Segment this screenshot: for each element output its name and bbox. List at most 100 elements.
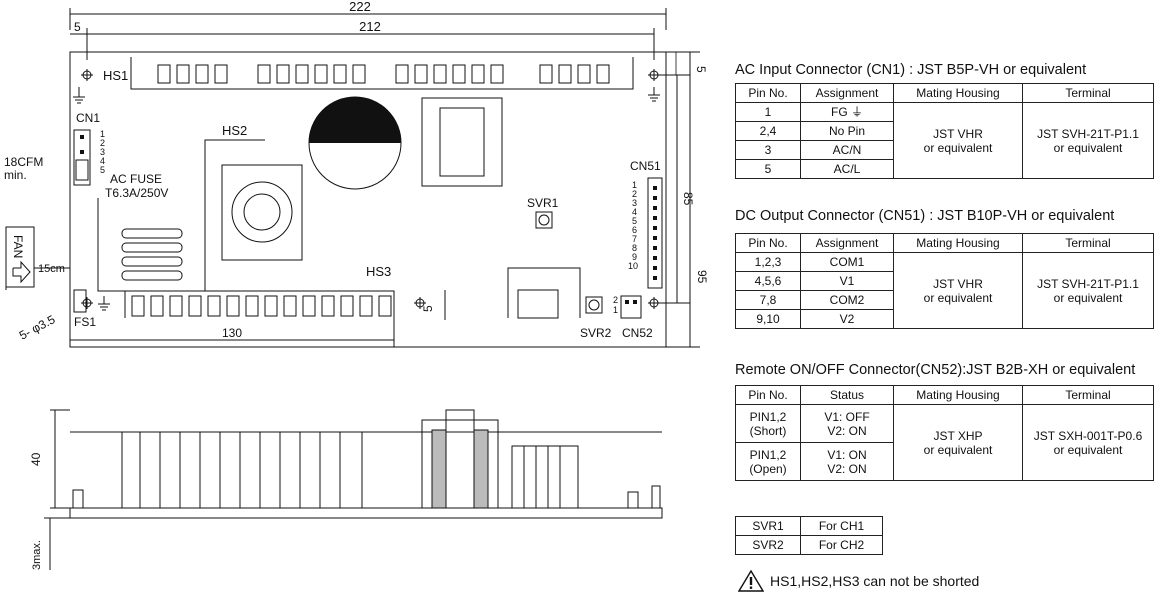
cn52-pins: [625, 300, 637, 304]
cn1-pin-2: 2: [100, 138, 105, 148]
dim-height-inner: 85: [681, 192, 695, 206]
mounting-hole-icons: [81, 69, 660, 309]
cn51-pin-7: 7: [632, 234, 637, 244]
cn51-pin-2: 2: [632, 189, 637, 199]
ac-assign: FG ⏚: [800, 102, 894, 122]
ac-input-table: Pin No. Assignment Mating Housing Termin…: [735, 83, 1154, 179]
cn51-pins: [653, 186, 657, 280]
table-row: 2,4 No Pin: [735, 121, 1154, 141]
ac-input-title: AC Input Connector (CN1) : JST B5P-VH or…: [735, 62, 1087, 78]
remote-header-pin: Pin No.: [735, 385, 801, 405]
dc-assign: COM1: [800, 252, 894, 272]
dc-assign: COM2: [800, 290, 894, 310]
table-row: 9,10 V2: [735, 309, 1154, 329]
dc-pin: 4,5,6: [735, 271, 801, 291]
cn1-pin-4: 4: [100, 156, 105, 166]
svr-desc: For CH2: [800, 535, 883, 555]
table-row: 3 AC/N: [735, 140, 1154, 160]
dim-edge-right: 5: [694, 66, 708, 73]
dc-assign: V2: [800, 309, 894, 329]
svr-name: SVR1: [735, 516, 801, 536]
label-hs3: HS3: [366, 264, 391, 279]
table-row: SVR1 For CH1: [735, 516, 883, 536]
remote-pin: PIN1,2(Open): [735, 442, 801, 481]
remote-header-terminal: Terminal: [1022, 385, 1154, 405]
label-hs1: HS1: [103, 68, 128, 83]
svr-desc: For CH1: [800, 516, 883, 536]
dim-height-outer: 95: [695, 270, 709, 284]
coil-hatch: [473, 429, 489, 509]
label-fs1: FS1: [74, 315, 96, 329]
ac-pin: 3: [735, 140, 801, 160]
cn51-pin-9: 9: [632, 252, 637, 262]
side-dim-height: 40: [29, 452, 43, 466]
table-row: 4,5,6 V1: [735, 271, 1154, 291]
side-dim-bottom: 3max.: [31, 540, 43, 570]
dc-pin: 1,2,3: [735, 252, 801, 272]
hole-note: 5- φ3.5: [17, 312, 58, 343]
dim-inner: 212: [359, 19, 381, 34]
fuse-line2: T6.3A/250V: [105, 186, 168, 200]
remote-pin: PIN1,2(Short): [735, 404, 801, 443]
warning-text: HS1,HS2,HS3 can not be shorted: [770, 573, 980, 589]
hs3-fins: [131, 295, 392, 317]
coil-hatch: [431, 429, 447, 509]
table-row: SVR2 For CH2: [735, 535, 883, 555]
dc-output-table: Pin No. Assignment Mating Housing Termin…: [735, 233, 1154, 329]
ac-header-assign: Assignment: [800, 83, 894, 103]
warning-triangle-icon: [738, 570, 764, 592]
ac-assign: AC/L: [800, 159, 894, 179]
cn51-pin-4: 4: [632, 207, 637, 217]
dc-header-assign: Assignment: [800, 233, 894, 253]
remote-table: Pin No. Status Mating Housing Terminal P…: [735, 385, 1154, 481]
hs1-fins: [157, 64, 610, 84]
ac-header-terminal: Terminal: [1022, 83, 1154, 103]
dim-edge-left: 5: [74, 20, 81, 34]
remote-header-housing: Mating Housing: [893, 385, 1023, 405]
ac-pin: 5: [735, 159, 801, 179]
label-cn52: CN52: [622, 326, 653, 340]
capacitor-top: [309, 97, 401, 143]
ac-pin: 1: [735, 102, 801, 122]
cn51-pin-6: 6: [632, 225, 637, 235]
ac-pin: 2,4: [735, 121, 801, 141]
ac-assign: No Pin: [800, 121, 894, 141]
warning-note: HS1,HS2,HS3 can not be shorted: [738, 570, 979, 592]
cn51-pin-3: 3: [632, 198, 637, 208]
cn51-pin-5: 5: [632, 216, 637, 226]
label-svr1: SVR1: [527, 196, 559, 210]
fuse-line1: AC FUSE: [110, 172, 162, 186]
cn51-pin-10: 10: [628, 261, 638, 271]
dim-bottom-len: 130: [222, 326, 242, 340]
ac-assign: AC/N: [800, 140, 894, 160]
label-cn1: CN1: [76, 111, 100, 125]
remote-title: Remote ON/OFF Connector(CN52):JST B2B-XH…: [735, 362, 1136, 378]
ac-header-pin: Pin No.: [735, 83, 801, 103]
ac-header-housing: Mating Housing: [893, 83, 1023, 103]
dc-pin: 9,10: [735, 309, 801, 329]
ground-icons: [73, 87, 660, 311]
dc-header-housing: Mating Housing: [893, 233, 1023, 253]
fan-label: FAN: [11, 235, 25, 258]
cn1-pin-3: 3: [100, 147, 105, 157]
mechanical-drawing: 222 212 5 5 85 95 5 130 15cm 5- φ3.5 HS1…: [4, 0, 709, 570]
label-cn51: CN51: [630, 159, 661, 173]
cn1-pin-5: 5: [100, 165, 105, 175]
remote-header-status: Status: [800, 385, 894, 405]
cn52-pin-1: 1: [613, 305, 618, 315]
svr-table: SVR1 For CH1 SVR2 For CH2: [735, 516, 883, 555]
cn1-pin-1: 1: [100, 129, 105, 139]
dim-bottom-edge: 5: [421, 305, 435, 312]
